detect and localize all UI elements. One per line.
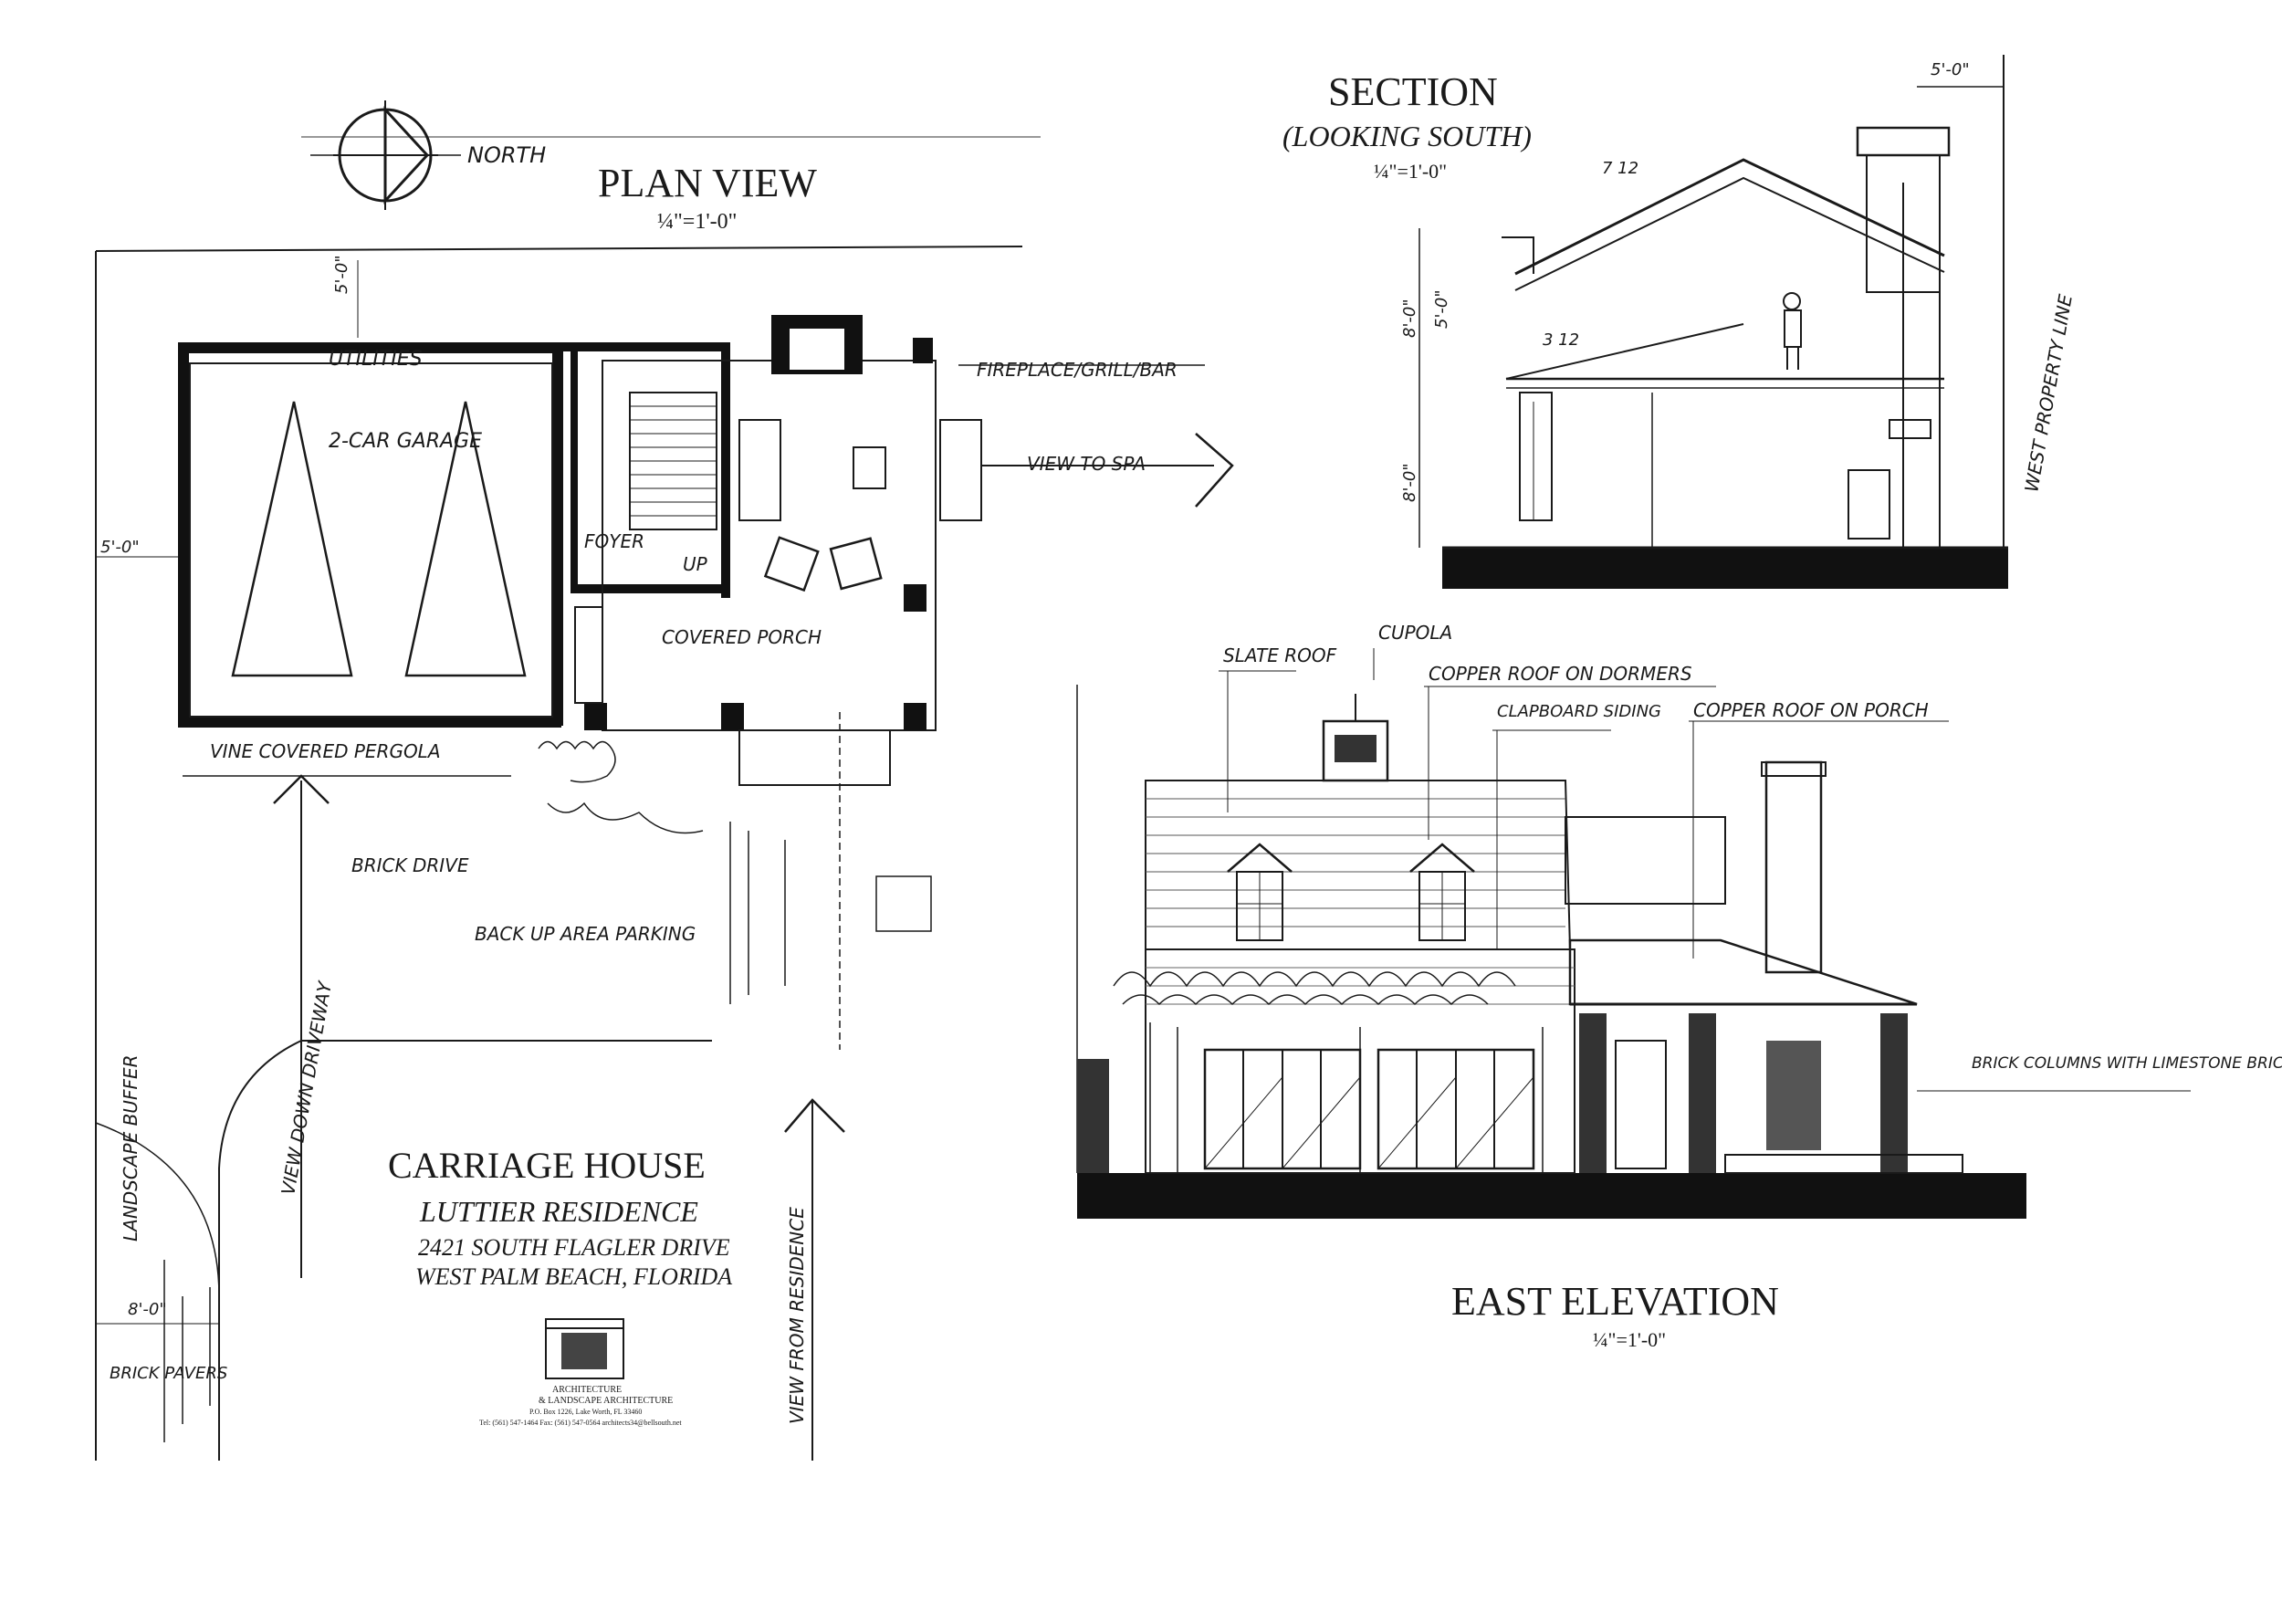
north-arrow-icon bbox=[310, 100, 461, 210]
section-scale: ¼"=1'-0" bbox=[1374, 160, 1447, 183]
driveway bbox=[95, 712, 845, 1461]
fireplace-label: FIREPLACE/GRILL/BAR bbox=[977, 359, 1178, 381]
elevation-scale: ¼"=1'-0" bbox=[1593, 1328, 1666, 1351]
view-to-spa-label: VIEW TO SPA bbox=[1027, 453, 1146, 475]
elevation-foliage bbox=[1113, 971, 1544, 1173]
view-from-residence-label: VIEW FROM RESIDENCE bbox=[786, 1207, 808, 1424]
garage-label: 2-CAR GARAGE bbox=[329, 430, 482, 453]
slate-roof-label: SLATE ROOF bbox=[1223, 644, 1337, 666]
elevation-title: EAST ELEVATION bbox=[1451, 1279, 1779, 1324]
dim-left: 5'-0" bbox=[100, 538, 140, 557]
section-pitch-main: 7 12 bbox=[1602, 159, 1638, 178]
east-elevation: SLATE ROOF CUPOLA COPPER ROOF ON DORMERS… bbox=[1076, 622, 2282, 1351]
firm-line-1: ARCHITECTURE bbox=[552, 1385, 622, 1395]
utilities-label: UTILITIES bbox=[329, 348, 423, 371]
section-dim-top: 5'-0" bbox=[1931, 60, 1970, 79]
foyer-label: FOYER bbox=[584, 530, 644, 552]
covered-porch-label: COVERED PORCH bbox=[662, 626, 822, 648]
section-dim-b: 5'-0" bbox=[1432, 289, 1451, 329]
address-line-2: WEST PALM BEACH, FLORIDA bbox=[415, 1263, 732, 1290]
firm-address: P.O. Box 1226, Lake Worth, FL 33460 bbox=[529, 1408, 642, 1416]
cupola-label: CUPOLA bbox=[1378, 622, 1452, 644]
section-subtitle: (LOOKING SOUTH) bbox=[1282, 120, 1532, 152]
north-label: NORTH bbox=[467, 142, 546, 168]
cupola bbox=[1322, 694, 1389, 782]
copper-dormers-label: COPPER ROOF ON DORMERS bbox=[1429, 663, 1692, 685]
plan-view: NORTH PLAN VIEW ¼"=1'-0" 2-CAR GARAGE UT… bbox=[95, 100, 1234, 1461]
title-block: CARRIAGE HOUSE LUTTIER RESIDENCE 2421 SO… bbox=[388, 1145, 732, 1427]
plan-title: PLAN VIEW bbox=[598, 161, 817, 205]
stair bbox=[629, 392, 717, 530]
clapboard-label: CLAPBOARD SIDING bbox=[1497, 702, 1661, 721]
dim-top: 5'-0" bbox=[332, 255, 351, 294]
brick-columns-label: BRICK COLUMNS WITH LIMESTONE BRICK CAPS … bbox=[1972, 1054, 2282, 1073]
backup-area-label: BACK UP AREA PARKING bbox=[475, 923, 696, 945]
person-icon bbox=[1783, 292, 1802, 370]
covered-porch bbox=[574, 315, 982, 786]
firm-logo-icon bbox=[545, 1318, 624, 1379]
plan-landscaping bbox=[163, 740, 932, 1442]
section-title: SECTION bbox=[1328, 69, 1498, 114]
residence-name: LUTTIER RESIDENCE bbox=[419, 1195, 698, 1228]
up-label: UP bbox=[683, 553, 708, 575]
plan-scale: ¼"=1'-0" bbox=[657, 210, 737, 234]
garage-walls bbox=[178, 342, 730, 728]
garage-doors bbox=[1203, 1048, 1535, 1170]
project-name: CARRIAGE HOUSE bbox=[388, 1145, 706, 1186]
porch-elevation bbox=[1077, 938, 1963, 1174]
section-dim-a: 8'-0" bbox=[1400, 299, 1419, 338]
landscape-buffer-label: LANDSCAPE BUFFER bbox=[120, 1055, 141, 1242]
dormer-left bbox=[1227, 843, 1293, 941]
pergola-label: VINE COVERED PERGOLA bbox=[210, 740, 441, 762]
brick-pavers-label: BRICK PAVERS bbox=[110, 1364, 227, 1383]
section-pitch-lower: 3 12 bbox=[1543, 330, 1579, 350]
view-down-driveway-label: VIEW DOWN DRIVEWAY bbox=[277, 979, 336, 1197]
dormer-right bbox=[1409, 843, 1475, 941]
firm-line-2: & LANDSCAPE ARCHITECTURE bbox=[539, 1396, 673, 1406]
brick-drive-label: BRICK DRIVE bbox=[351, 854, 469, 876]
section-view: SECTION (LOOKING SOUTH) ¼"=1'-0" 8'-0" 5 bbox=[1282, 55, 2077, 589]
property-line-label: WEST PROPERTY LINE bbox=[2020, 292, 2077, 494]
firm-contact: Tel: (561) 547-1464 Fax: (561) 547-0564 … bbox=[479, 1419, 682, 1427]
dim-bottom: 8'-0" bbox=[128, 1300, 167, 1319]
section-dim-c: 8'-0" bbox=[1400, 463, 1419, 502]
copper-porch-label: COPPER ROOF ON PORCH bbox=[1693, 699, 1929, 721]
address-line-1: 2421 SOUTH FLAGLER DRIVE bbox=[418, 1234, 730, 1261]
